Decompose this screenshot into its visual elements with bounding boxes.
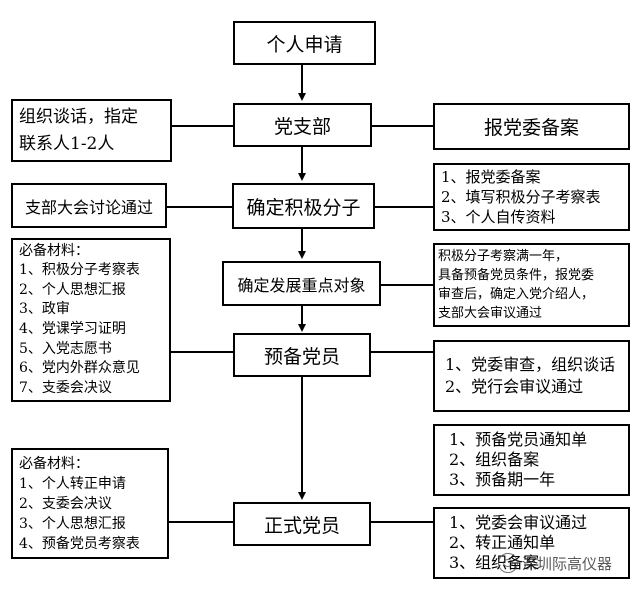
note-probationary-docs: 1、预备党员通知单 2、组织备案 3、预备期一年	[433, 424, 630, 496]
materials-line: 4、预备党员考察表	[19, 535, 140, 552]
watermark: 深圳际高仪器	[498, 548, 638, 578]
step-line: 2、转正通知单	[449, 533, 556, 552]
note-full-steps: 1、党委会审议通过 2、转正通知单 3、组织备案	[433, 507, 630, 579]
note-activist-steps: 1、报党委备案 2、填写积极分子考察表 3、个人自传资料	[433, 163, 630, 231]
materials-line: 必备材料：	[19, 242, 89, 259]
step-line: 1、预备党员通知单	[449, 430, 588, 449]
step-probationary-label: 预备党员	[263, 345, 340, 368]
note-probationary-steps: 1、党委审查，组织谈话 2、党行会审议通过	[433, 340, 630, 412]
step-branch: 党支部	[233, 103, 372, 147]
note-report-label: 报党委备案	[483, 117, 579, 139]
note-materials-full: 必备材料： 1、个人转正申请 2、支委会决议 3、个人思想汇报 4、预备党员考察…	[11, 448, 169, 559]
note-materials-probationary: 必备材料： 1、积极分子考察表 2、个人思想汇报 3、政审 4、党课学习证明 5…	[11, 238, 171, 402]
note-talk: 组织谈话，指定 联系人1-2人	[11, 99, 172, 162]
step-target-label: 确定发展重点对象	[237, 275, 366, 295]
step-line: 3、个人自传资料	[441, 208, 556, 226]
step-line: 具备预备党员条件，报党委	[438, 268, 595, 283]
step-development-target: 确定发展重点对象	[222, 261, 381, 306]
step-line: 2、填写积极分子考察表	[441, 188, 601, 206]
wechat-icon	[498, 553, 518, 573]
note-target-steps: 积极分子考察满一年， 具备预备党员条件，报党委 审查后，确定入党介绍人， 支部大…	[433, 243, 630, 327]
materials-line: 4、党课学习证明	[19, 321, 126, 337]
step-full-label: 正式党员	[263, 514, 340, 537]
materials-line: 5、入党志愿书	[19, 340, 112, 357]
step-activist-label: 确定积极分子	[246, 196, 361, 219]
materials-line: 2、支委会决议	[19, 495, 112, 512]
step-line: 2、党行会审议通过	[445, 377, 584, 396]
note-talk-line: 组织谈话，指定	[19, 106, 138, 127]
note-talk-line: 联系人1-2人	[19, 133, 115, 154]
materials-line: 3、个人思想汇报	[19, 515, 126, 532]
step-line: 3、预备期一年	[449, 470, 556, 489]
step-activist: 确定积极分子	[232, 183, 375, 229]
note-meeting: 支部大会讨论通过	[11, 183, 167, 228]
step-line: 2、组织备案	[449, 450, 540, 469]
step-line: 积极分子考察满一年，	[438, 249, 569, 264]
note-report: 报党委备案	[433, 103, 630, 150]
step-line: 支部大会审议通过	[438, 306, 543, 321]
materials-line: 2、个人思想汇报	[19, 281, 126, 298]
materials-line: 1、个人转正申请	[19, 475, 126, 492]
step-line: 审查后，确定入党介绍人，	[438, 287, 595, 302]
note-meeting-label: 支部大会讨论通过	[24, 197, 153, 217]
step-apply-label: 个人申请	[266, 33, 343, 56]
step-line: 1、党委审查，组织谈话	[445, 355, 616, 374]
materials-line: 3、政审	[19, 301, 70, 318]
step-branch-label: 党支部	[273, 115, 331, 138]
step-full-member: 正式党员	[233, 502, 371, 546]
materials-line: 必备材料：	[19, 455, 89, 472]
materials-line: 1、积极分子考察表	[19, 262, 140, 279]
step-line: 1、报党委备案	[441, 168, 541, 186]
step-apply: 个人申请	[233, 21, 376, 65]
step-probationary-member: 预备党员	[233, 333, 371, 377]
watermark-text: 深圳际高仪器	[522, 554, 613, 573]
materials-line: 6、党内外群众意见	[19, 360, 140, 377]
step-line: 1、党委会审议通过	[449, 513, 588, 532]
materials-line: 7、支委会决议	[19, 379, 112, 396]
